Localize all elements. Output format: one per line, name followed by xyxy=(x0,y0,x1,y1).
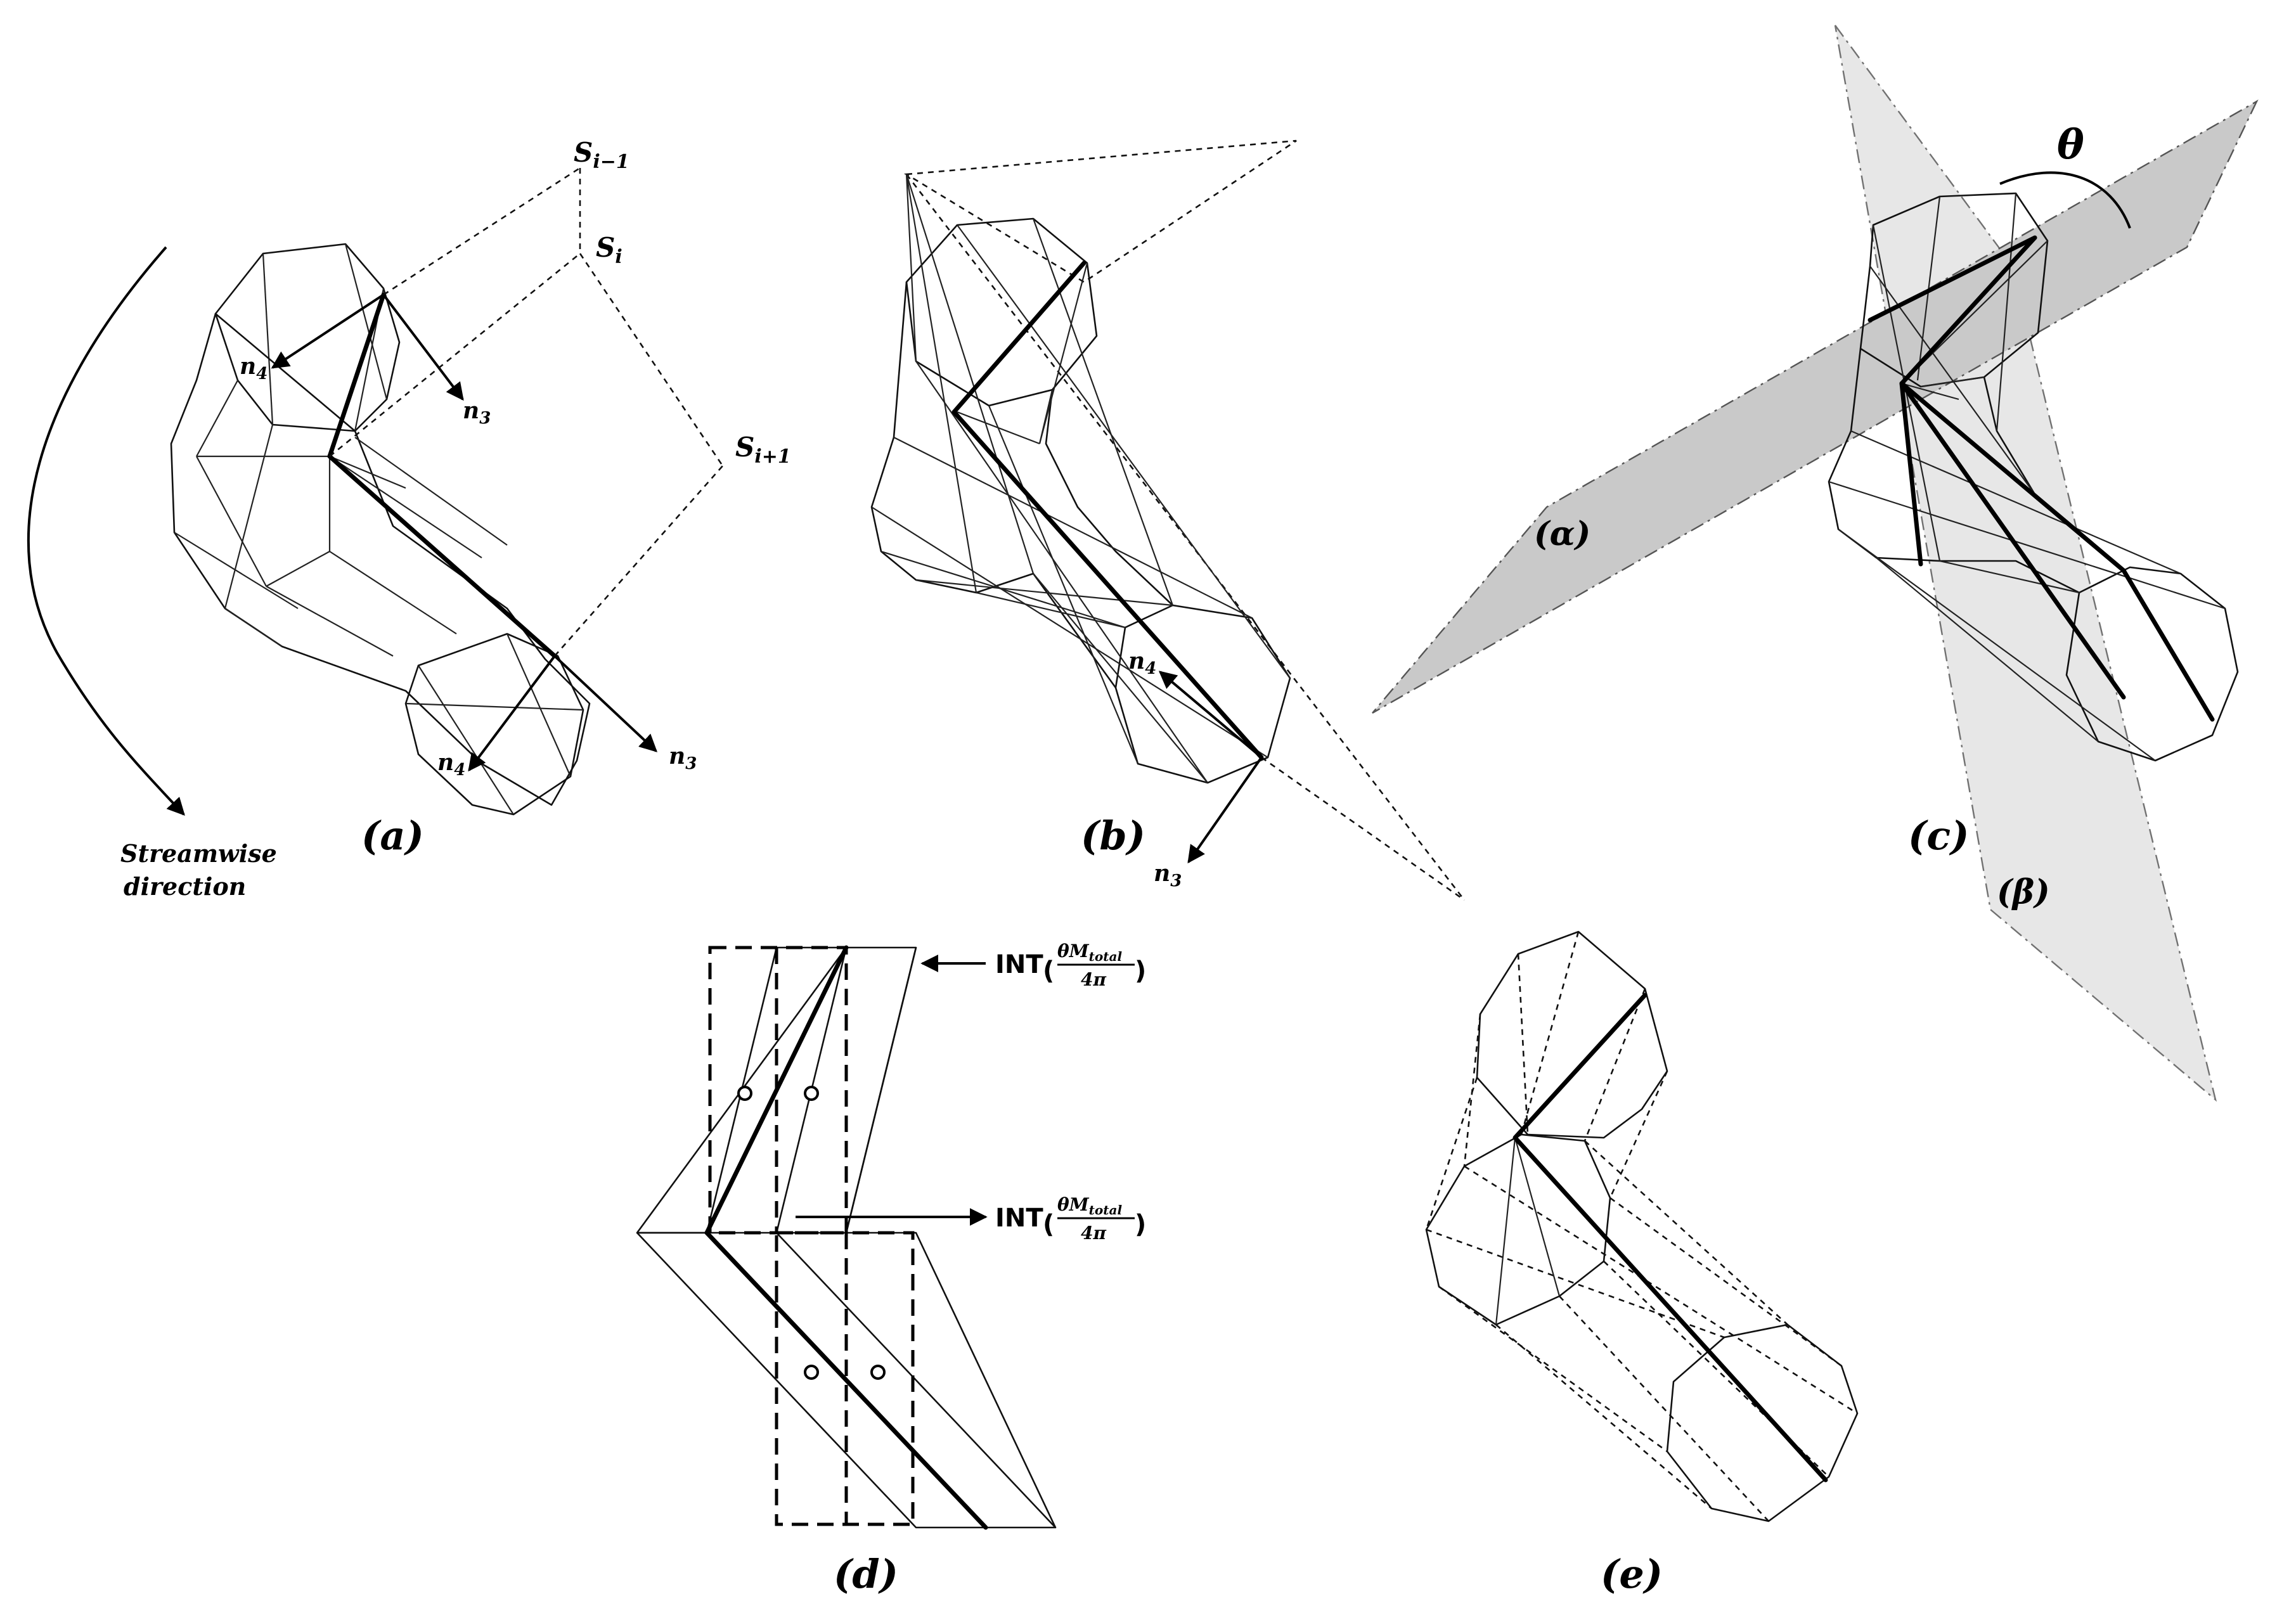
svg-text:θMtotal: θMtotal xyxy=(1057,941,1122,964)
panel-a: Streamwise direction xyxy=(27,137,791,901)
skeleton-c-lower xyxy=(1899,381,2215,722)
svg-text:4π: 4π xyxy=(1081,969,1106,990)
skeleton-c-upper xyxy=(1867,235,2037,567)
label-alpha: (α) xyxy=(1534,515,1590,553)
n3-arrow-bottom xyxy=(553,655,658,752)
panel-e: (e) xyxy=(1425,930,1859,1597)
n4-arrow-top xyxy=(271,293,385,369)
panel-label-a: (a) xyxy=(361,813,424,859)
label-s-cur: Si xyxy=(596,232,622,268)
mesh-e xyxy=(1425,931,1858,1522)
formula-mid: INT ( θMtotal 4π ) xyxy=(995,1194,1146,1244)
svg-text:INT: INT xyxy=(995,1204,1043,1233)
streamwise-curve xyxy=(27,246,185,816)
n4-arrow-bottom xyxy=(468,655,556,772)
skeleton-e xyxy=(1512,993,1828,1483)
skeleton-a xyxy=(327,292,557,659)
s-lines xyxy=(329,167,724,657)
theta-arc xyxy=(1999,171,2131,229)
tube-body xyxy=(170,312,591,806)
skeleton-b xyxy=(951,260,1264,760)
n3-arrow-top xyxy=(382,293,464,401)
label-n4-b: n4 xyxy=(1128,648,1156,678)
label-s-next: Si+1 xyxy=(735,432,791,468)
svg-text:INT: INT xyxy=(995,950,1043,979)
plane-alpha xyxy=(1372,100,2259,714)
panel-label-e: (e) xyxy=(1601,1551,1663,1597)
dashed-hull xyxy=(903,139,1297,283)
svg-text:4π: 4π xyxy=(1081,1223,1106,1244)
label-n4-top: n4 xyxy=(240,353,268,383)
panel-b: n4 n3 (b) xyxy=(870,139,1466,901)
skeleton-d xyxy=(704,945,988,1530)
streamwise-label-2: direction xyxy=(124,872,246,901)
label-s-prev: Si−1 xyxy=(574,137,629,173)
label-n3-b: n3 xyxy=(1154,860,1182,891)
label-n3-bottom: n3 xyxy=(669,743,697,773)
label-theta: θ xyxy=(2057,121,2084,169)
chevron-left xyxy=(706,946,1057,1529)
panel-label-c: (c) xyxy=(1908,813,1969,859)
n3-arrow-b xyxy=(1187,756,1263,864)
svg-text:): ) xyxy=(1135,956,1146,986)
label-n4-bottom: n4 xyxy=(437,749,465,780)
panel-label-d: (d) xyxy=(834,1551,898,1597)
label-beta: (β) xyxy=(1997,873,2050,911)
panel-c: θ (α) (β) (c) xyxy=(1372,25,2259,1102)
label-n3-top: n3 xyxy=(463,397,491,428)
streamwise-label-1: Streamwise xyxy=(120,839,277,868)
n4-arrow-b xyxy=(1158,671,1263,759)
lower-cross-section xyxy=(404,633,584,816)
panel-label-b: (b) xyxy=(1081,813,1145,859)
svg-text:(: ( xyxy=(1043,1210,1054,1239)
svg-text:θMtotal: θMtotal xyxy=(1057,1194,1122,1218)
panel-d: INT ( θMtotal 4π ) INT ( θMtotal 4π ) (d… xyxy=(636,941,1146,1597)
svg-text:(: ( xyxy=(1043,956,1054,986)
svg-text:): ) xyxy=(1135,1210,1146,1239)
formula-top: INT ( θMtotal 4π ) xyxy=(995,941,1146,990)
skeleton-c-mid xyxy=(1899,381,2126,700)
mesh-b xyxy=(871,174,1291,783)
